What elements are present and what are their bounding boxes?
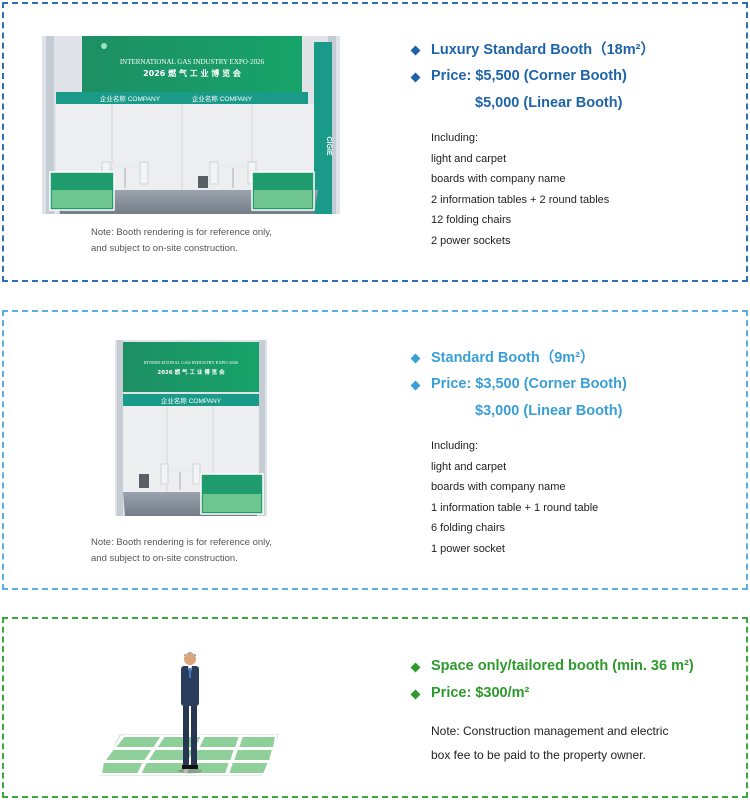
list-item: 1 power socket [431, 542, 505, 555]
space-only-illustration [98, 647, 284, 777]
side-logo-text: CIGIE [325, 136, 332, 155]
luxury-booth-rendering: INTERNATIONAL GAS INDUSTRY EXPO·2026 202… [42, 36, 340, 214]
list-item: light and carpet [431, 460, 507, 473]
diamond-bullet-icon [410, 353, 421, 364]
price-corner: Price: $5,500 (Corner Booth) [410, 62, 655, 89]
diamond-bullet-icon [410, 662, 421, 673]
list-item: boards with company name [431, 173, 566, 185]
price-linear: $5,000 (Linear Booth) [475, 94, 623, 111]
space-only-note: Note: Construction management and electr… [431, 724, 669, 762]
list-item: 2 information tables + 2 round tables [431, 193, 610, 206]
fascia-right-text: 企业名称 COMPANY [192, 94, 253, 103]
fascia-left-text: 企业名称 COMPANY [100, 94, 161, 103]
header-text-1: INTERNATIONAL GAS INDUSTRY EXPO·2026 [144, 360, 239, 365]
standard-booth-rendering: INTERNATIONAL GAS INDUSTRY EXPO·2026 202… [115, 340, 267, 516]
diamond-bullet-icon [410, 45, 421, 56]
header-text-2: 2026 燃 气 工 业 博 览 会 [143, 68, 241, 78]
standard-booth-features: Standard Booth（9m²） Price: $3,500 (Corne… [410, 343, 627, 424]
price-corner: Price: $3,500 (Corner Booth) [410, 370, 627, 397]
including-list: Including: light and carpet boards with … [431, 436, 598, 559]
list-item: 12 folding chairs [431, 214, 512, 226]
luxury-booth-features: Luxury Standard Booth（18m²） Price: $5,50… [410, 35, 655, 116]
header-text-2: 2026 燃 气 工 业 博 览 会 [157, 368, 225, 376]
space-only-features: Space only/tailored booth (min. 36 m²) P… [410, 652, 694, 706]
including-title: Including: [431, 440, 479, 452]
price: Price: $300/m² [410, 679, 694, 706]
list-item: 1 information table + 1 round table [431, 501, 599, 514]
rendering-note: Note: Booth rendering is for reference o… [91, 227, 272, 254]
diamond-bullet-icon [410, 689, 421, 700]
booth-title: Standard Booth（9m²） [410, 343, 627, 370]
including-list: Including: light and carpet boards with … [431, 128, 609, 251]
luxury-booth-panel: INTERNATIONAL GAS INDUSTRY EXPO·2026 202… [2, 2, 748, 282]
list-item: 6 folding chairs [431, 522, 505, 534]
space-only-panel: Space only/tailored booth (min. 36 m²) P… [2, 617, 748, 798]
rendering-note: Note: Booth rendering is for reference o… [91, 537, 272, 564]
list-item: boards with company name [431, 481, 566, 493]
booth-title: Luxury Standard Booth（18m²） [410, 35, 655, 62]
list-item: light and carpet [431, 152, 507, 165]
diamond-bullet-icon [410, 72, 421, 83]
header-text-1: INTERNATIONAL GAS INDUSTRY EXPO·2026 [120, 58, 265, 66]
standard-booth-panel: INTERNATIONAL GAS INDUSTRY EXPO·2026 202… [2, 310, 748, 590]
including-title: Including: [431, 132, 479, 144]
list-item: 2 power sockets [431, 234, 511, 247]
booth-title: Space only/tailored booth (min. 36 m²) [410, 652, 694, 679]
price-linear: $3,000 (Linear Booth) [475, 402, 623, 419]
fascia-text: 企业名称 COMPANY [161, 396, 222, 405]
diamond-bullet-icon [410, 380, 421, 391]
